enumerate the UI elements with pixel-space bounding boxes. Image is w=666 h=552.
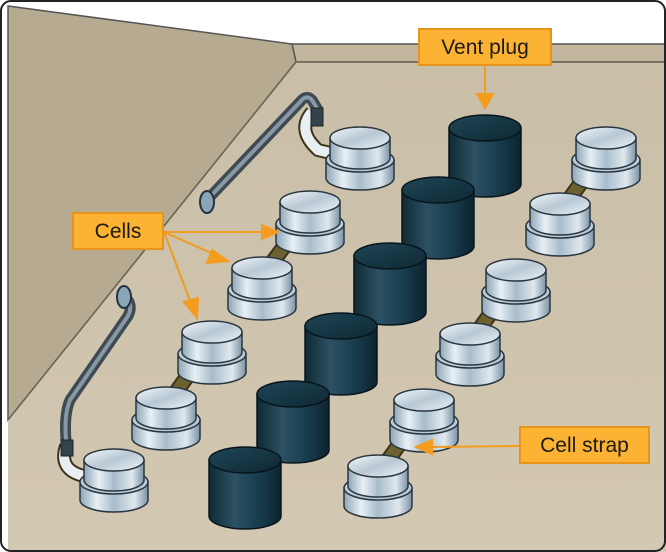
terminal-post-top <box>310 107 324 127</box>
cell-10 <box>389 388 459 453</box>
cell-4 <box>525 192 595 257</box>
cells-layer <box>57 107 641 530</box>
cell-6 <box>481 258 551 323</box>
cell-7 <box>177 320 247 385</box>
cells-arrowhead-1 <box>261 223 281 241</box>
vent-plug-2 <box>401 176 475 260</box>
wall-terminals <box>116 190 215 309</box>
cell-strap-arrow <box>427 445 520 448</box>
cells-arrow-2 <box>163 231 219 257</box>
vent-plug-1 <box>448 114 522 198</box>
wall-terminal-lower <box>116 285 132 309</box>
cell-2 <box>571 126 641 191</box>
cell-9 <box>131 386 201 451</box>
vent-plug-4 <box>304 312 378 396</box>
cell-3 <box>275 190 345 255</box>
wall-terminal-upper <box>199 190 215 214</box>
terminal-post-bottom <box>60 439 74 457</box>
cell-12 <box>343 454 413 519</box>
callout-arrows <box>163 66 520 456</box>
vent-plug-6 <box>208 446 282 530</box>
cells-arrowhead-3 <box>182 296 200 321</box>
vent-plug-5 <box>256 380 330 464</box>
cells-label: Cells <box>72 212 164 250</box>
cell-11 <box>79 448 149 513</box>
cell-8 <box>435 322 505 387</box>
cells-arrow-3 <box>163 231 193 307</box>
cell-strap-arrowhead <box>413 438 433 456</box>
cell-5 <box>227 256 297 321</box>
vent-plug-label: Vent plug <box>418 28 552 66</box>
vent-plug-3 <box>353 242 427 326</box>
vent-plug-arrowhead <box>475 93 495 111</box>
cell-strap-label: Cell strap <box>519 426 650 464</box>
top-loop-strap <box>300 108 362 165</box>
cells-arrowhead-2 <box>205 248 231 265</box>
cell-1 <box>325 126 395 191</box>
